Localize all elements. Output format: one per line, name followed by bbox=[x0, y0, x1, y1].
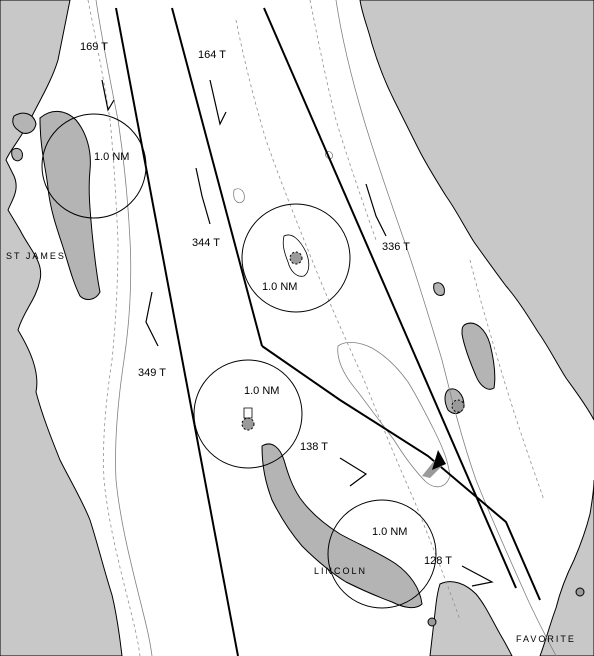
range-ring-labels: 1.0 NM 1.0 NM 1.0 NM 1.0 NM bbox=[94, 151, 407, 538]
arrow-138-icon bbox=[339, 457, 368, 487]
arrow-169-icon bbox=[101, 79, 115, 112]
range-ring-label-1: 1.0 NM bbox=[94, 151, 129, 163]
place-labels: ST JAMES LINCOLN FAVORITE bbox=[6, 251, 576, 644]
range-ring-label-4: 1.0 NM bbox=[372, 526, 407, 538]
vessel-icon[interactable] bbox=[422, 450, 446, 478]
land-west-shore bbox=[0, 0, 123, 656]
marker-south-icon bbox=[427, 617, 437, 627]
arrow-128-icon bbox=[461, 565, 494, 587]
land-lincoln-island bbox=[261, 443, 423, 609]
route-lines bbox=[115, 7, 541, 656]
land-east-islet-3 bbox=[433, 282, 445, 297]
bearing-arrows bbox=[101, 79, 494, 587]
bearing-label-349: 349 T bbox=[138, 367, 166, 379]
range-ring-1 bbox=[41, 113, 147, 219]
bearing-label-169: 169 T bbox=[80, 41, 108, 53]
range-ring-label-2: 1.0 NM bbox=[262, 281, 297, 293]
marker-ring-3-icon bbox=[241, 407, 255, 431]
bearing-label-336: 336 T bbox=[382, 241, 410, 253]
land-east-island-1 bbox=[461, 322, 496, 390]
land-northeast bbox=[359, 0, 594, 421]
arrow-336-icon bbox=[365, 183, 387, 237]
bearing-label-164: 164 T bbox=[198, 49, 226, 61]
arrow-349-icon bbox=[145, 291, 159, 347]
dashed-contours bbox=[87, 0, 545, 656]
land-southeast bbox=[539, 479, 594, 656]
arrow-344-icon bbox=[195, 167, 211, 225]
marker-ring-2-icon bbox=[282, 234, 310, 277]
land-islet-nw bbox=[12, 112, 37, 134]
bearing-label-138: 138 T bbox=[300, 441, 328, 453]
place-label-lincoln: LINCOLN bbox=[314, 566, 367, 576]
range-ring-4 bbox=[327, 499, 437, 609]
range-ring-3 bbox=[193, 359, 303, 469]
range-rings bbox=[41, 113, 437, 609]
marker-east-small-icon bbox=[575, 587, 585, 597]
depth-contours bbox=[95, 0, 557, 656]
bearing-label-128: 128 T bbox=[424, 555, 452, 567]
bearing-labels: 169 T 164 T 344 T 336 T 349 T 138 T 128 … bbox=[80, 41, 452, 567]
land-islet-w bbox=[11, 147, 23, 162]
bearing-label-344: 344 T bbox=[192, 237, 220, 249]
place-label-favorite: FAVORITE bbox=[516, 634, 576, 644]
arrow-164-icon bbox=[209, 79, 227, 126]
hazard-markers bbox=[241, 234, 585, 627]
marker-east-icon bbox=[451, 399, 465, 413]
land-st-james-island bbox=[39, 111, 101, 300]
range-ring-label-3: 1.0 NM bbox=[244, 385, 279, 397]
land-south-centre bbox=[429, 581, 513, 656]
range-ring-2 bbox=[241, 203, 351, 313]
place-label-st-james: ST JAMES bbox=[6, 251, 66, 261]
